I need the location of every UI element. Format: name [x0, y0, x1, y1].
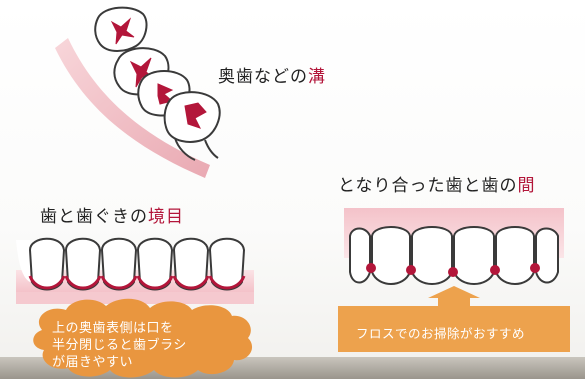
floss-tip-text: フロスでのお掃除がおすすめ	[356, 323, 556, 342]
